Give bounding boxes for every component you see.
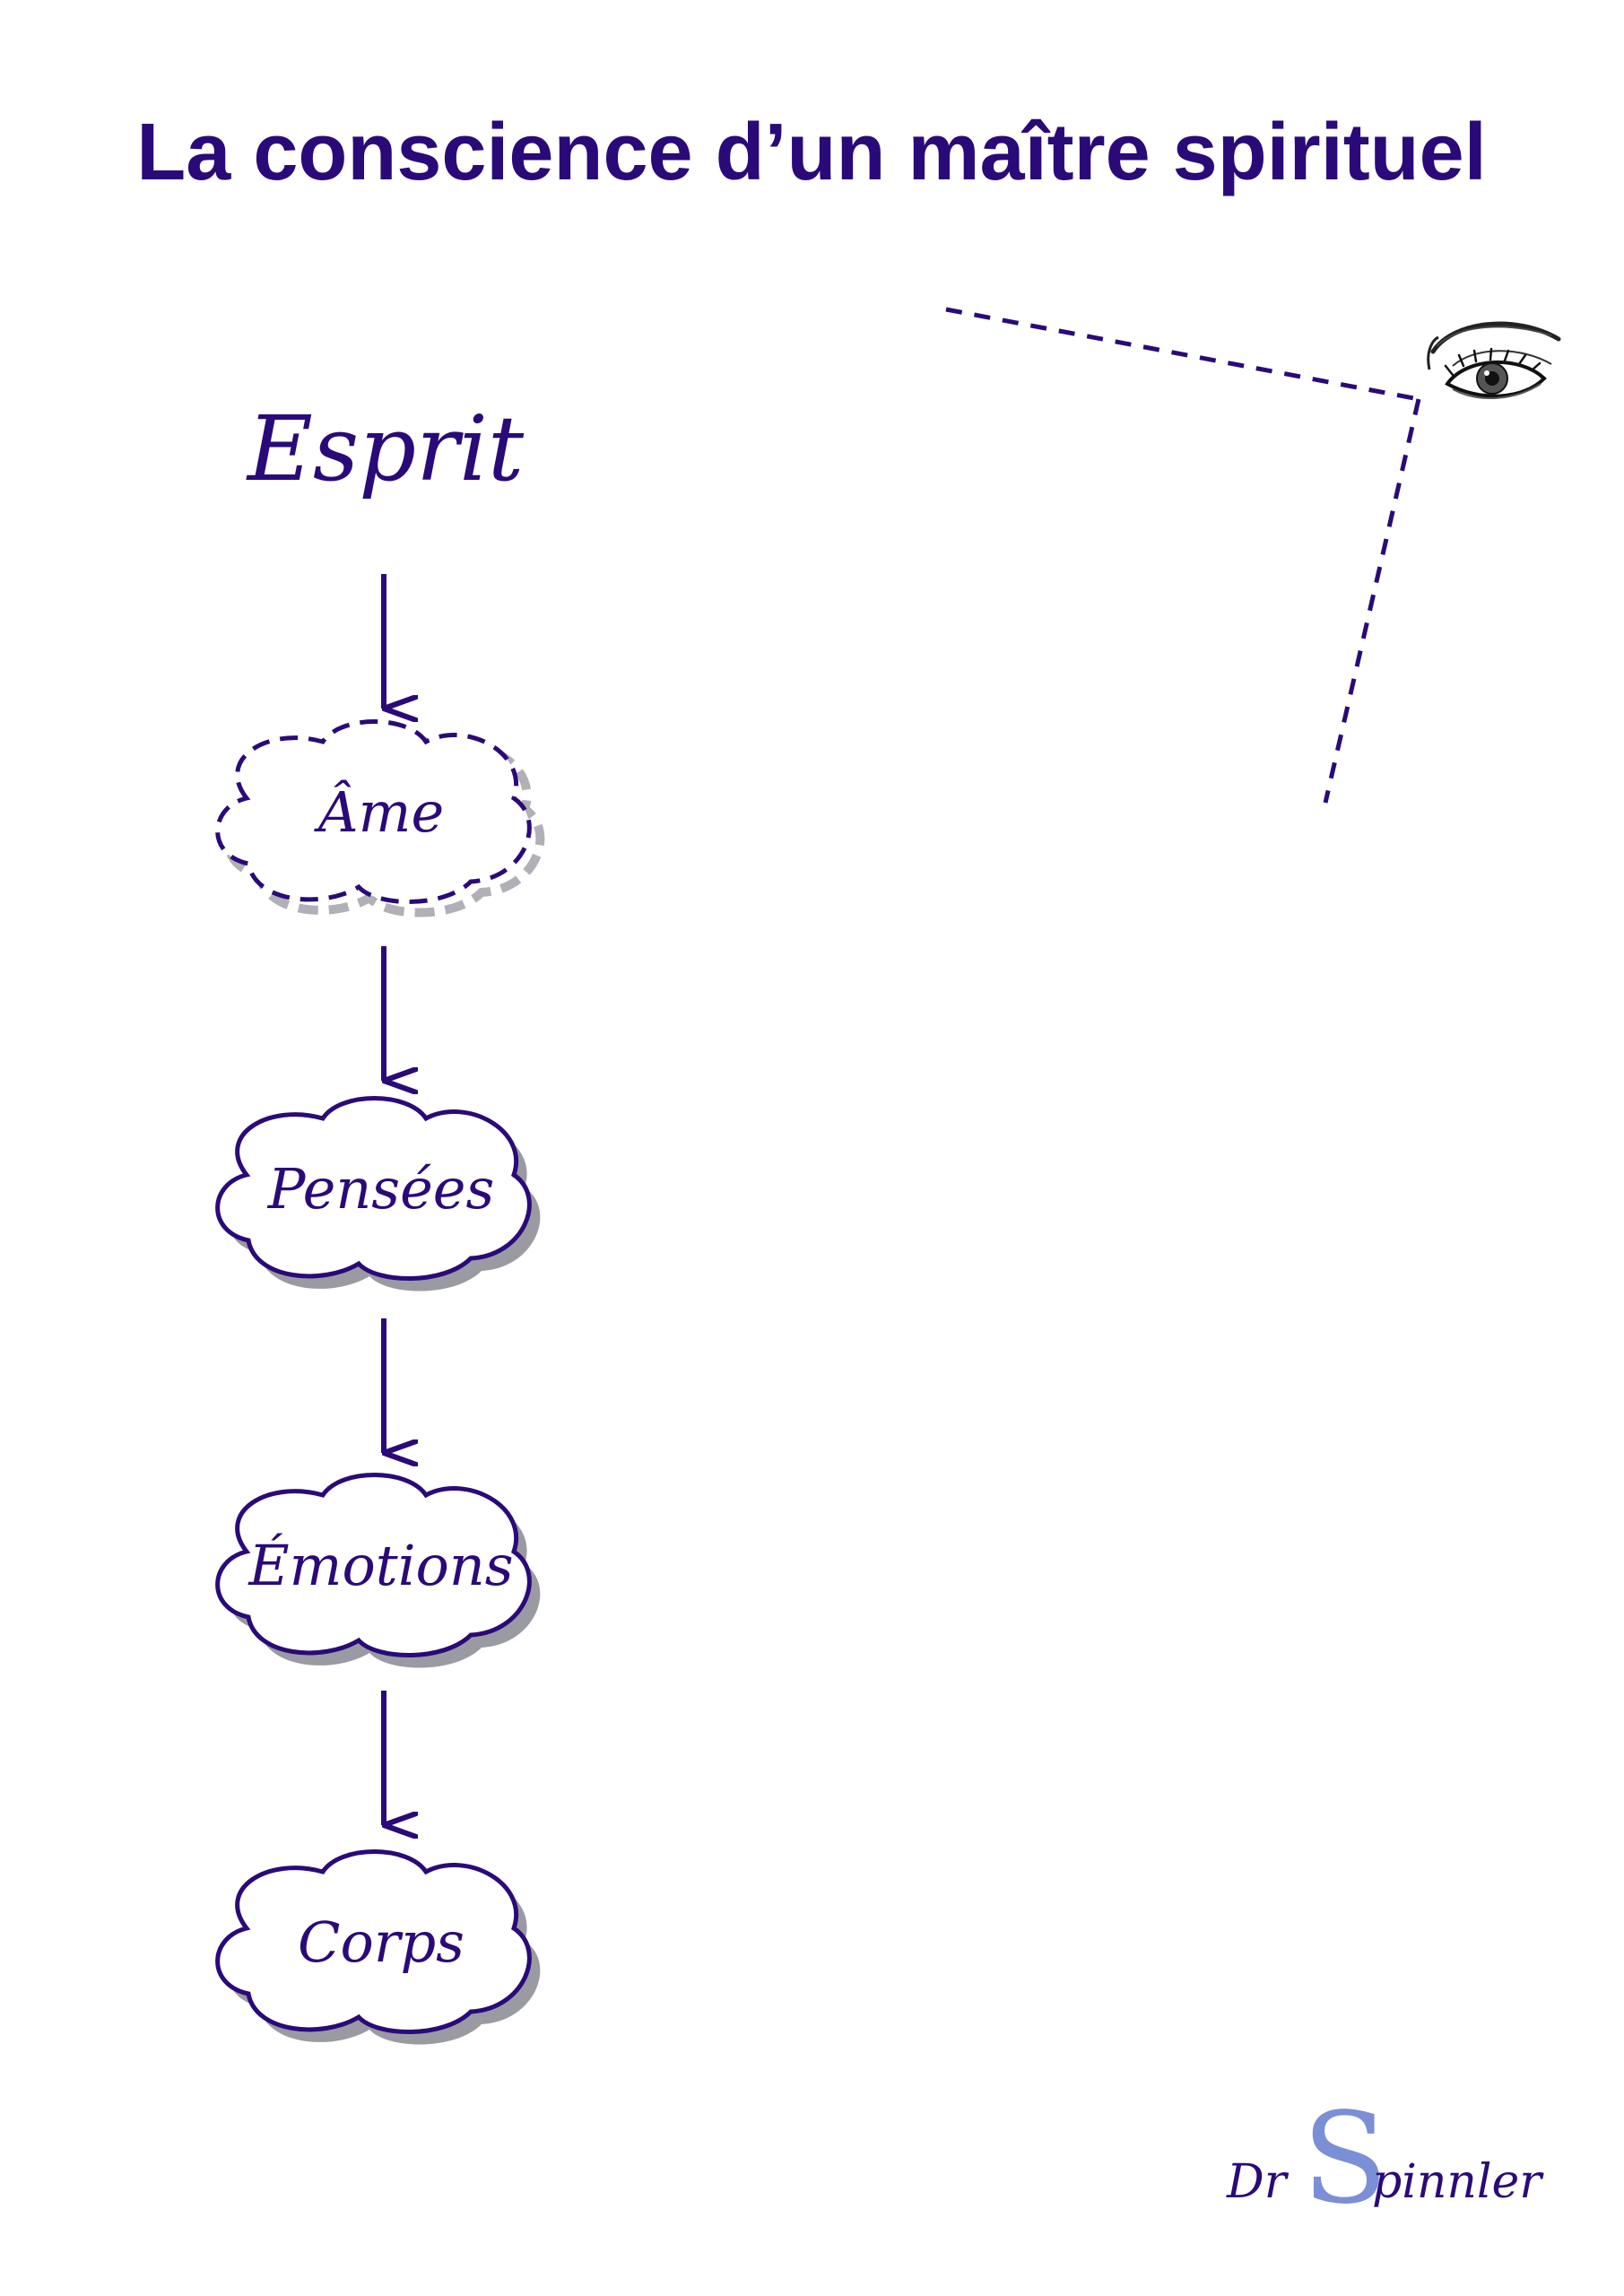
esprit-label: Esprit [246, 396, 525, 501]
sight-line-down [1323, 398, 1421, 804]
node-pensees: Pensées [218, 1099, 541, 1292]
node-corps-label: Corps [298, 1909, 465, 1975]
node-pensees-label: Pensées [267, 1156, 495, 1222]
signature-initial: S [1302, 2086, 1388, 2232]
node-emotions-label: Émotions [248, 1533, 513, 1598]
page-title: La conscience d’un maître spirituel [136, 108, 1486, 197]
node-ame: Âme [218, 722, 541, 913]
sight-line-left [945, 307, 1420, 402]
eye-icon [1427, 321, 1561, 399]
signature-prefix: Dr [1226, 2155, 1290, 2209]
node-ame-label: Âme [314, 779, 444, 845]
node-corps: Corps [218, 1852, 541, 2045]
node-emotions: Émotions [218, 1475, 541, 1668]
signature: Dr S pinnler [1226, 2086, 1544, 2232]
observer-sight-lines [945, 307, 1421, 804]
signature-rest: pinnler [1372, 2155, 1544, 2209]
